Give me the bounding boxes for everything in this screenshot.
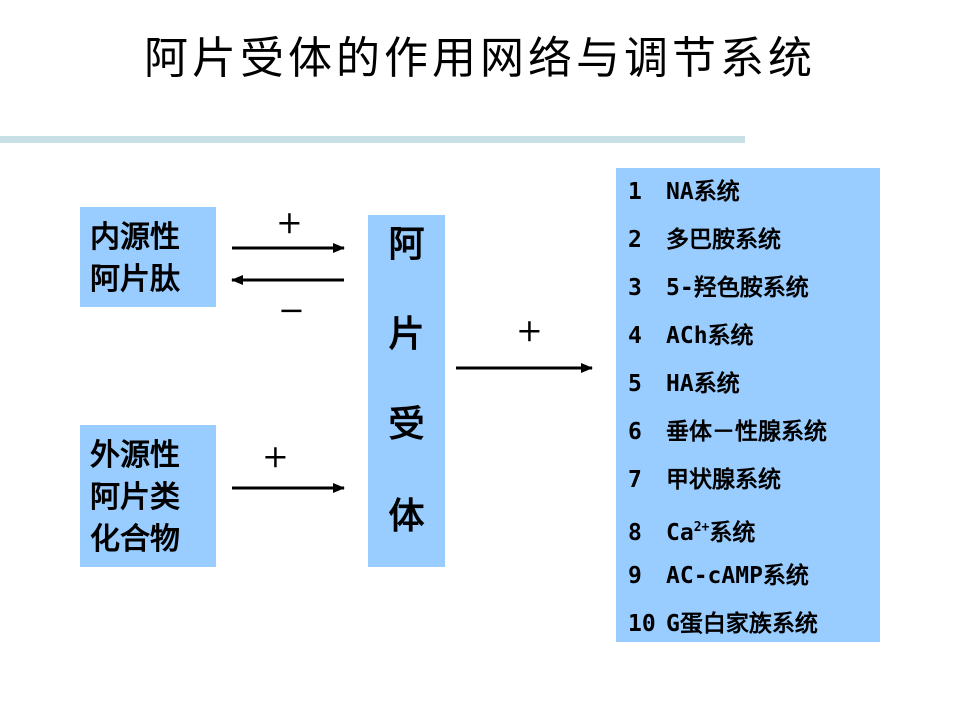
list-item-label: G蛋白家族系统 <box>666 611 818 637</box>
list-item-label: 多巴胺系统 <box>666 227 781 253</box>
endogenous-line-1: 内源性 <box>90 220 180 255</box>
list-item-label: 甲状腺系统 <box>666 467 781 493</box>
exogenous-line-3: 化合物 <box>90 522 180 557</box>
list-item-number: 3 <box>628 275 642 301</box>
list-item-number: 7 <box>628 467 642 493</box>
exogenous-line-1: 外源性 <box>90 438 180 473</box>
list-item-number: 2 <box>628 227 642 253</box>
list-item-label-prefix: Ca <box>666 520 694 546</box>
list-item-number: 4 <box>628 323 642 349</box>
list-item: 2 多巴胺系统 <box>628 223 781 257</box>
receptor-char-2: 片 <box>388 314 425 355</box>
list-item: 6 垂体－性腺系统 <box>628 415 827 449</box>
list-item-label: 5-羟色胺系统 <box>666 275 809 301</box>
list-item-label-suffix: 系统 <box>709 520 756 546</box>
list-item-label: ACh系统 <box>666 323 754 349</box>
list-item-number: 10 <box>628 611 656 637</box>
exogenous-line-2: 阿片类 <box>90 480 180 515</box>
list-item: 10 G蛋白家族系统 <box>628 607 818 641</box>
list-item-label: NA系统 <box>666 179 740 205</box>
opioid-receptor-box: 阿 片 受 体 <box>368 215 445 567</box>
receptor-char-3: 受 <box>388 404 425 445</box>
list-item-label-superscript: 2+ <box>693 520 710 535</box>
list-item-label: 垂体－性腺系统 <box>666 419 827 445</box>
endogenous-forward-sign: + <box>276 203 303 241</box>
list-item-label: AC-cAMP系统 <box>666 563 809 589</box>
list-item-number: 1 <box>628 179 642 205</box>
list-item: 1 NA系统 <box>628 175 740 209</box>
endogenous-opioid-peptide-box: 内源性 阿片肽 <box>80 207 216 307</box>
list-item: 9 AC-cAMP系统 <box>628 559 809 593</box>
list-item-number: 5 <box>628 371 642 397</box>
regulatory-systems-list: 1 NA系统 2 多巴胺系统 3 5-羟色胺系统 4 ACh系统 5 HA系统 6 垂体－性… <box>616 168 880 642</box>
receptor-char-1: 阿 <box>388 224 425 265</box>
list-item-label: HA系统 <box>666 371 740 397</box>
endogenous-back-sign: − <box>278 291 305 329</box>
list-item: 3 5-羟色胺系统 <box>628 271 809 305</box>
receptor-char-4: 体 <box>388 496 425 537</box>
page-title: 阿片受体的作用网络与调节系统 <box>144 33 816 84</box>
list-item: 8 Ca2+系统 <box>628 511 756 546</box>
list-item-number: 6 <box>628 419 642 445</box>
list-item: 5 HA系统 <box>628 367 740 401</box>
exogenous-opioid-compound-box: 外源性 阿片类 化合物 <box>80 425 216 567</box>
list-item: 4 ACh系统 <box>628 319 754 353</box>
endogenous-line-2: 阿片肽 <box>90 262 180 297</box>
list-item-number: 8 <box>628 520 642 546</box>
list-item: 7 甲状腺系统 <box>628 463 781 497</box>
title-divider <box>0 136 745 143</box>
exogenous-forward-sign: + <box>262 437 289 475</box>
list-item-number: 9 <box>628 563 642 589</box>
receptor-output-sign: + <box>516 311 543 349</box>
